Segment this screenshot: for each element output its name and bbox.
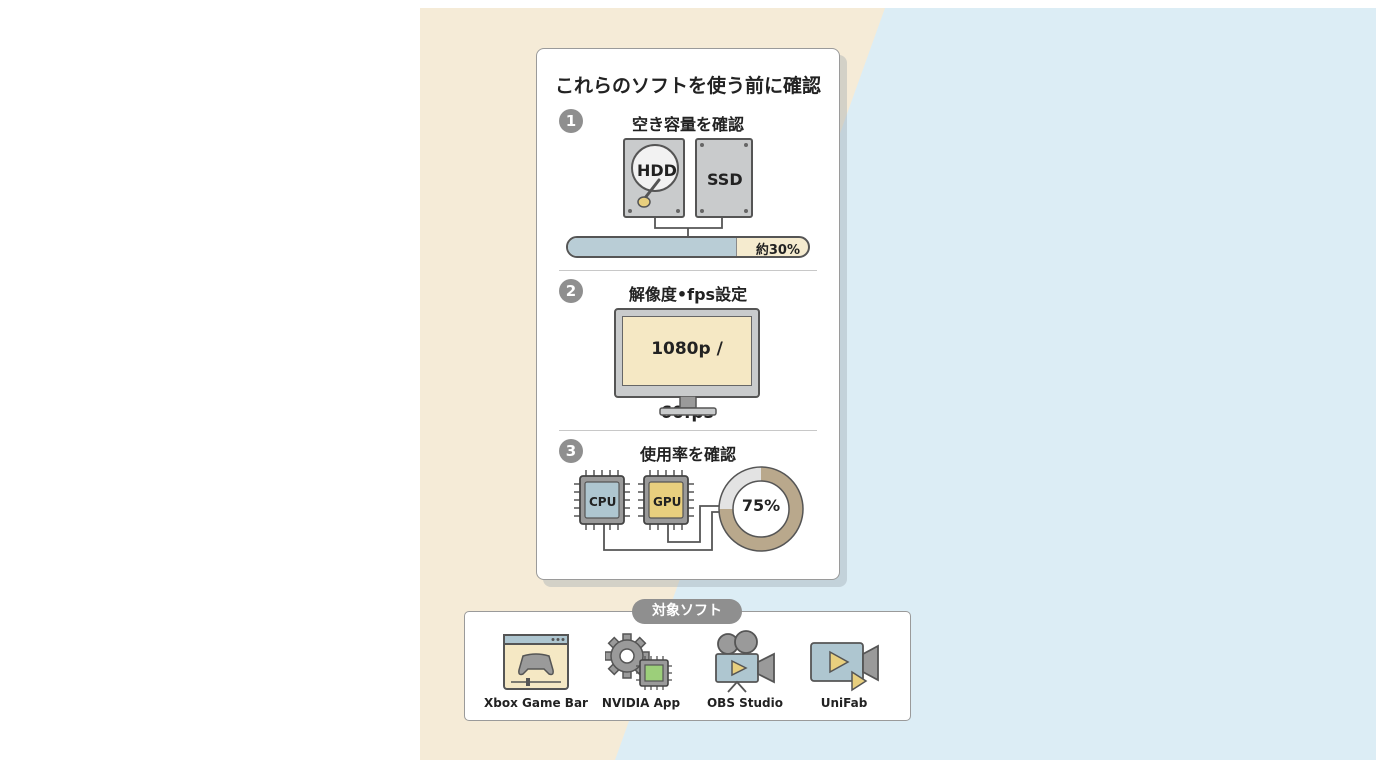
monitor-stand-icon: [659, 396, 717, 416]
monitor-icon: 1080p / 60fps: [614, 308, 760, 423]
hdd-label: HDD: [637, 161, 677, 180]
step-3-header: 3 使用率を確認: [537, 439, 839, 465]
divider-1: [559, 270, 817, 271]
step-2-badge: 2: [559, 279, 583, 303]
resolution-setting: 1080p / 60fps: [622, 316, 752, 423]
step-3-badge: 3: [559, 439, 583, 463]
movie-camera-icon: [715, 630, 775, 693]
software-name-obs-studio: OBS Studio: [706, 696, 784, 710]
software-name-unifab: UniFab: [820, 696, 868, 710]
hdd-platter-icon: [631, 144, 679, 192]
step-3-label: 使用率を確認: [639, 445, 736, 464]
target-software-tag: 対象ソフト: [632, 599, 742, 624]
hdd-drive-icon: HDD: [623, 138, 685, 218]
video-camera-play-icon: [810, 642, 879, 692]
card-title: これらのソフトを使う前に確認: [554, 75, 821, 97]
usage-donut-chart: [718, 466, 804, 552]
divider-2: [559, 430, 817, 431]
software-name-nvidia-app: NVIDIA App: [601, 696, 681, 710]
used-space-fill: [568, 238, 737, 256]
usage-percent-label: 75%: [741, 496, 781, 515]
step-1-header: 1 空き容量を確認: [537, 109, 839, 135]
ssd-drive-icon: SSD: [695, 138, 753, 218]
ssd-label: SSD: [707, 170, 743, 189]
step-1-badge: 1: [559, 109, 583, 133]
cpu-label: CPU: [589, 495, 617, 509]
free-space-label: 約30%: [755, 243, 800, 258]
hdd-arm-icon: [637, 178, 661, 208]
gpu-label: GPU: [653, 495, 682, 509]
step-1-label: 空き容量を確認: [631, 115, 744, 134]
usage-illustration: [574, 466, 804, 552]
cpu-chip-icon: [574, 470, 630, 530]
gpu-chip-icon: [638, 470, 694, 530]
drive-connector-lines: [654, 218, 723, 238]
step-2-header: 2 解像度•fps設定: [537, 279, 839, 305]
software-name-xbox-game-bar: Xbox Game Bar: [484, 696, 588, 710]
gear-chip-icon: [605, 633, 672, 690]
step-2-label: 解像度•fps設定: [628, 285, 748, 304]
free-space-bar: 約30%: [566, 236, 810, 258]
game-controller-window-icon: [503, 634, 569, 690]
